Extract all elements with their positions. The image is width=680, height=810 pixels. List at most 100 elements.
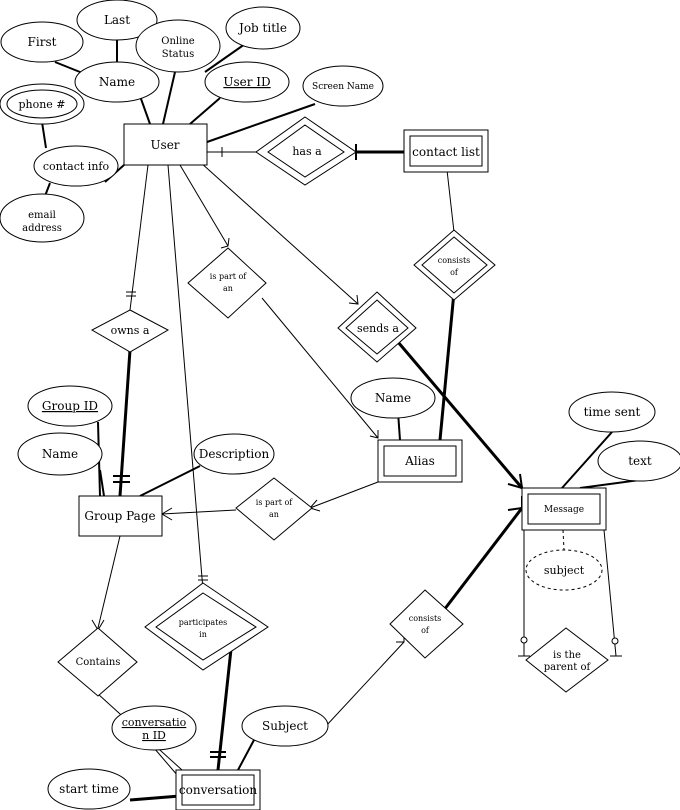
svg-text:n ID: n ID (142, 729, 166, 742)
attribute-screen-name: Screen Name (302, 65, 384, 107)
attribute-description: Description (193, 433, 275, 475)
svg-text:Group Page: Group Page (84, 509, 155, 523)
svg-text:in: in (199, 630, 207, 639)
attribute-job-title: Job title (225, 6, 301, 50)
line-screenname-user (206, 103, 316, 143)
attribute-email-address: email address (0, 193, 85, 243)
svg-text:time sent: time sent (584, 405, 641, 419)
line-jobtitle-userid (204, 43, 246, 73)
relationship-is-part-of-2: is part of an (235, 477, 313, 541)
line-text-message (579, 479, 641, 489)
svg-text:is the: is the (553, 650, 581, 661)
line-phone-contact (41, 121, 47, 149)
line-user-participates (167, 164, 204, 591)
line-ownsa-grouppage (118, 349, 132, 497)
attribute-last: Last (76, 0, 158, 41)
svg-text:phone #: phone # (18, 98, 65, 111)
relationship-consists-of-1: consists of (413, 229, 496, 301)
entity-user: User (123, 123, 208, 166)
svg-text:email: email (28, 210, 56, 221)
svg-text:Alias: Alias (404, 454, 435, 468)
svg-text:contact info: contact info (43, 160, 110, 173)
line-user-ownsa (129, 164, 149, 311)
svg-text:Job title: Job title (237, 21, 287, 35)
svg-text:Subject: Subject (262, 719, 308, 733)
line-consists-message (442, 507, 524, 611)
attribute-subject-derived: subject (525, 549, 603, 591)
entity-contact-list: contact list (403, 129, 489, 173)
svg-text:is part of: is part of (256, 498, 293, 507)
svg-text:conversation: conversation (179, 783, 257, 797)
svg-text:is part of: is part of (210, 272, 247, 281)
attribute-start-time: start time (47, 768, 131, 810)
line-userid-user (189, 97, 221, 125)
svg-text:conversatio: conversatio (122, 716, 187, 729)
line-user-ispartof (179, 164, 229, 247)
svg-text:an: an (269, 510, 279, 519)
relationship-contains: Contains (57, 627, 138, 697)
relationship-is-part-of-1: is part of an (187, 247, 267, 319)
svg-text:contact list: contact list (412, 145, 480, 159)
line-description-grouppage (139, 465, 201, 497)
line-name-grouppage (99, 469, 105, 497)
line-participates-conversation (216, 639, 234, 771)
relationship-consists-of-2: consists of (389, 589, 464, 659)
svg-text:participates: participates (179, 618, 227, 627)
relationship-has-a: has a (255, 116, 357, 186)
line-starttime-conversation (129, 794, 181, 802)
attribute-phone: phone # (0, 83, 85, 125)
svg-text:of: of (450, 268, 459, 277)
svg-text:Last: Last (104, 13, 130, 27)
svg-text:Contains: Contains (76, 657, 121, 668)
line-grouppage-ispartof (161, 509, 237, 515)
line-grouppage-contains (97, 535, 121, 629)
entity-conversation: conversation (175, 769, 261, 810)
svg-text:start time: start time (59, 782, 119, 796)
entity-message: Message (521, 487, 607, 531)
attribute-text: text (597, 440, 680, 482)
svg-text:consists: consists (409, 614, 442, 623)
attribute-online-status: Online Status (135, 19, 221, 73)
relationship-sends-a: sends a (337, 291, 417, 363)
svg-text:Message: Message (544, 505, 584, 515)
entity-alias: Alias (377, 439, 463, 483)
svg-text:has a: has a (292, 145, 322, 158)
svg-text:an: an (223, 284, 233, 293)
svg-text:User: User (150, 138, 179, 152)
svg-text:address: address (22, 223, 62, 234)
relationship-is-the-parent-of: is the parent of (525, 627, 609, 693)
line-conversation-consists (325, 641, 405, 727)
attribute-time-sent: time sent (568, 391, 656, 433)
attribute-contact-info: contact info (33, 145, 119, 187)
relationship-owns-a: owns a (90, 309, 170, 353)
svg-text:subject: subject (544, 564, 585, 577)
connectors (41, 40, 641, 802)
attribute-user-id: User ID (204, 61, 290, 103)
svg-text:Name: Name (42, 447, 78, 461)
svg-text:Name: Name (375, 391, 411, 405)
attribute-name-user: Name (74, 61, 160, 103)
svg-text:First: First (28, 35, 57, 49)
line-ispartof-alias2 (309, 481, 379, 509)
line-consists-alias (438, 291, 456, 441)
svg-text:Name: Name (99, 75, 135, 89)
svg-text:of: of (421, 626, 430, 635)
svg-text:parent of: parent of (544, 662, 592, 673)
relationship-participates-in: participates in (144, 582, 269, 671)
attribute-name-alias: Name (350, 377, 436, 419)
svg-text:User ID: User ID (223, 75, 270, 89)
attribute-name-group: Name (17, 432, 103, 476)
line-contactlist-consists (446, 169, 455, 233)
svg-text:Screen Name: Screen Name (312, 82, 374, 92)
svg-text:Description: Description (199, 447, 270, 461)
line-subject-conversation (237, 739, 255, 771)
svg-text:Group ID: Group ID (42, 399, 98, 413)
svg-text:text: text (628, 454, 652, 468)
svg-text:Online: Online (161, 36, 194, 47)
attribute-conversation-id: conversatio n ID (111, 705, 197, 751)
line-ispartof-alias (261, 297, 379, 439)
svg-text:consists: consists (438, 256, 471, 265)
line-timesent-message (561, 431, 613, 489)
attribute-group-id: Group ID (27, 385, 113, 427)
